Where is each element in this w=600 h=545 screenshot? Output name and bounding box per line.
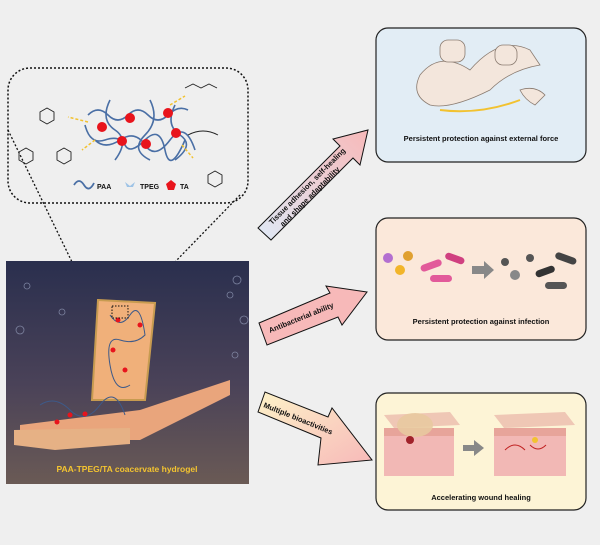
panel-wound-healing: Accelerating wound healing [375,392,587,511]
panel-infection: Persistent protection against infection [375,217,587,341]
skin-wound-before [384,412,460,476]
hydrogel-image: PAA-TPEG/TA coacervate hydrogel [6,261,249,484]
chemical-structures [18,83,223,188]
legend-ta: TA [180,184,189,191]
tpeg-legend-icon [125,182,135,187]
panel-external-force: Persistent protection against external f… [375,27,587,163]
paa-legend-icon [73,180,95,190]
arrow-antibacterial: Antibacterial ability [258,285,368,346]
arrow-label: Tissue adhesion, self-healing [267,146,348,227]
molecular-zoom-callout: PAA TPEG TA [7,67,249,263]
arrow-tissue-adhesion: Tissue adhesion, self-healing and shape … [257,129,369,241]
arrow-label: and shape adaptability [278,164,342,228]
legend-paa: PAA [97,184,111,191]
skin-wound-after [494,412,575,476]
legend: PAA TPEG TA [73,180,189,191]
ta-pentagons [97,108,181,149]
panel-caption: Persistent protection against infection [413,317,550,326]
panel-caption: Persistent protection against external f… [404,134,559,143]
ta-legend-icon [166,180,176,190]
interaction-arrows [67,95,194,159]
legend-tpeg: TPEG [140,184,160,191]
bacteria-before [383,251,465,282]
bacteria-after [501,252,577,289]
hydrogel-label: PAA-TPEG/TA coacervate hydrogel [56,464,197,474]
panel-caption: Accelerating wound healing [431,493,531,502]
arrow-bioactivities: Multiple bioactivities [257,391,373,466]
